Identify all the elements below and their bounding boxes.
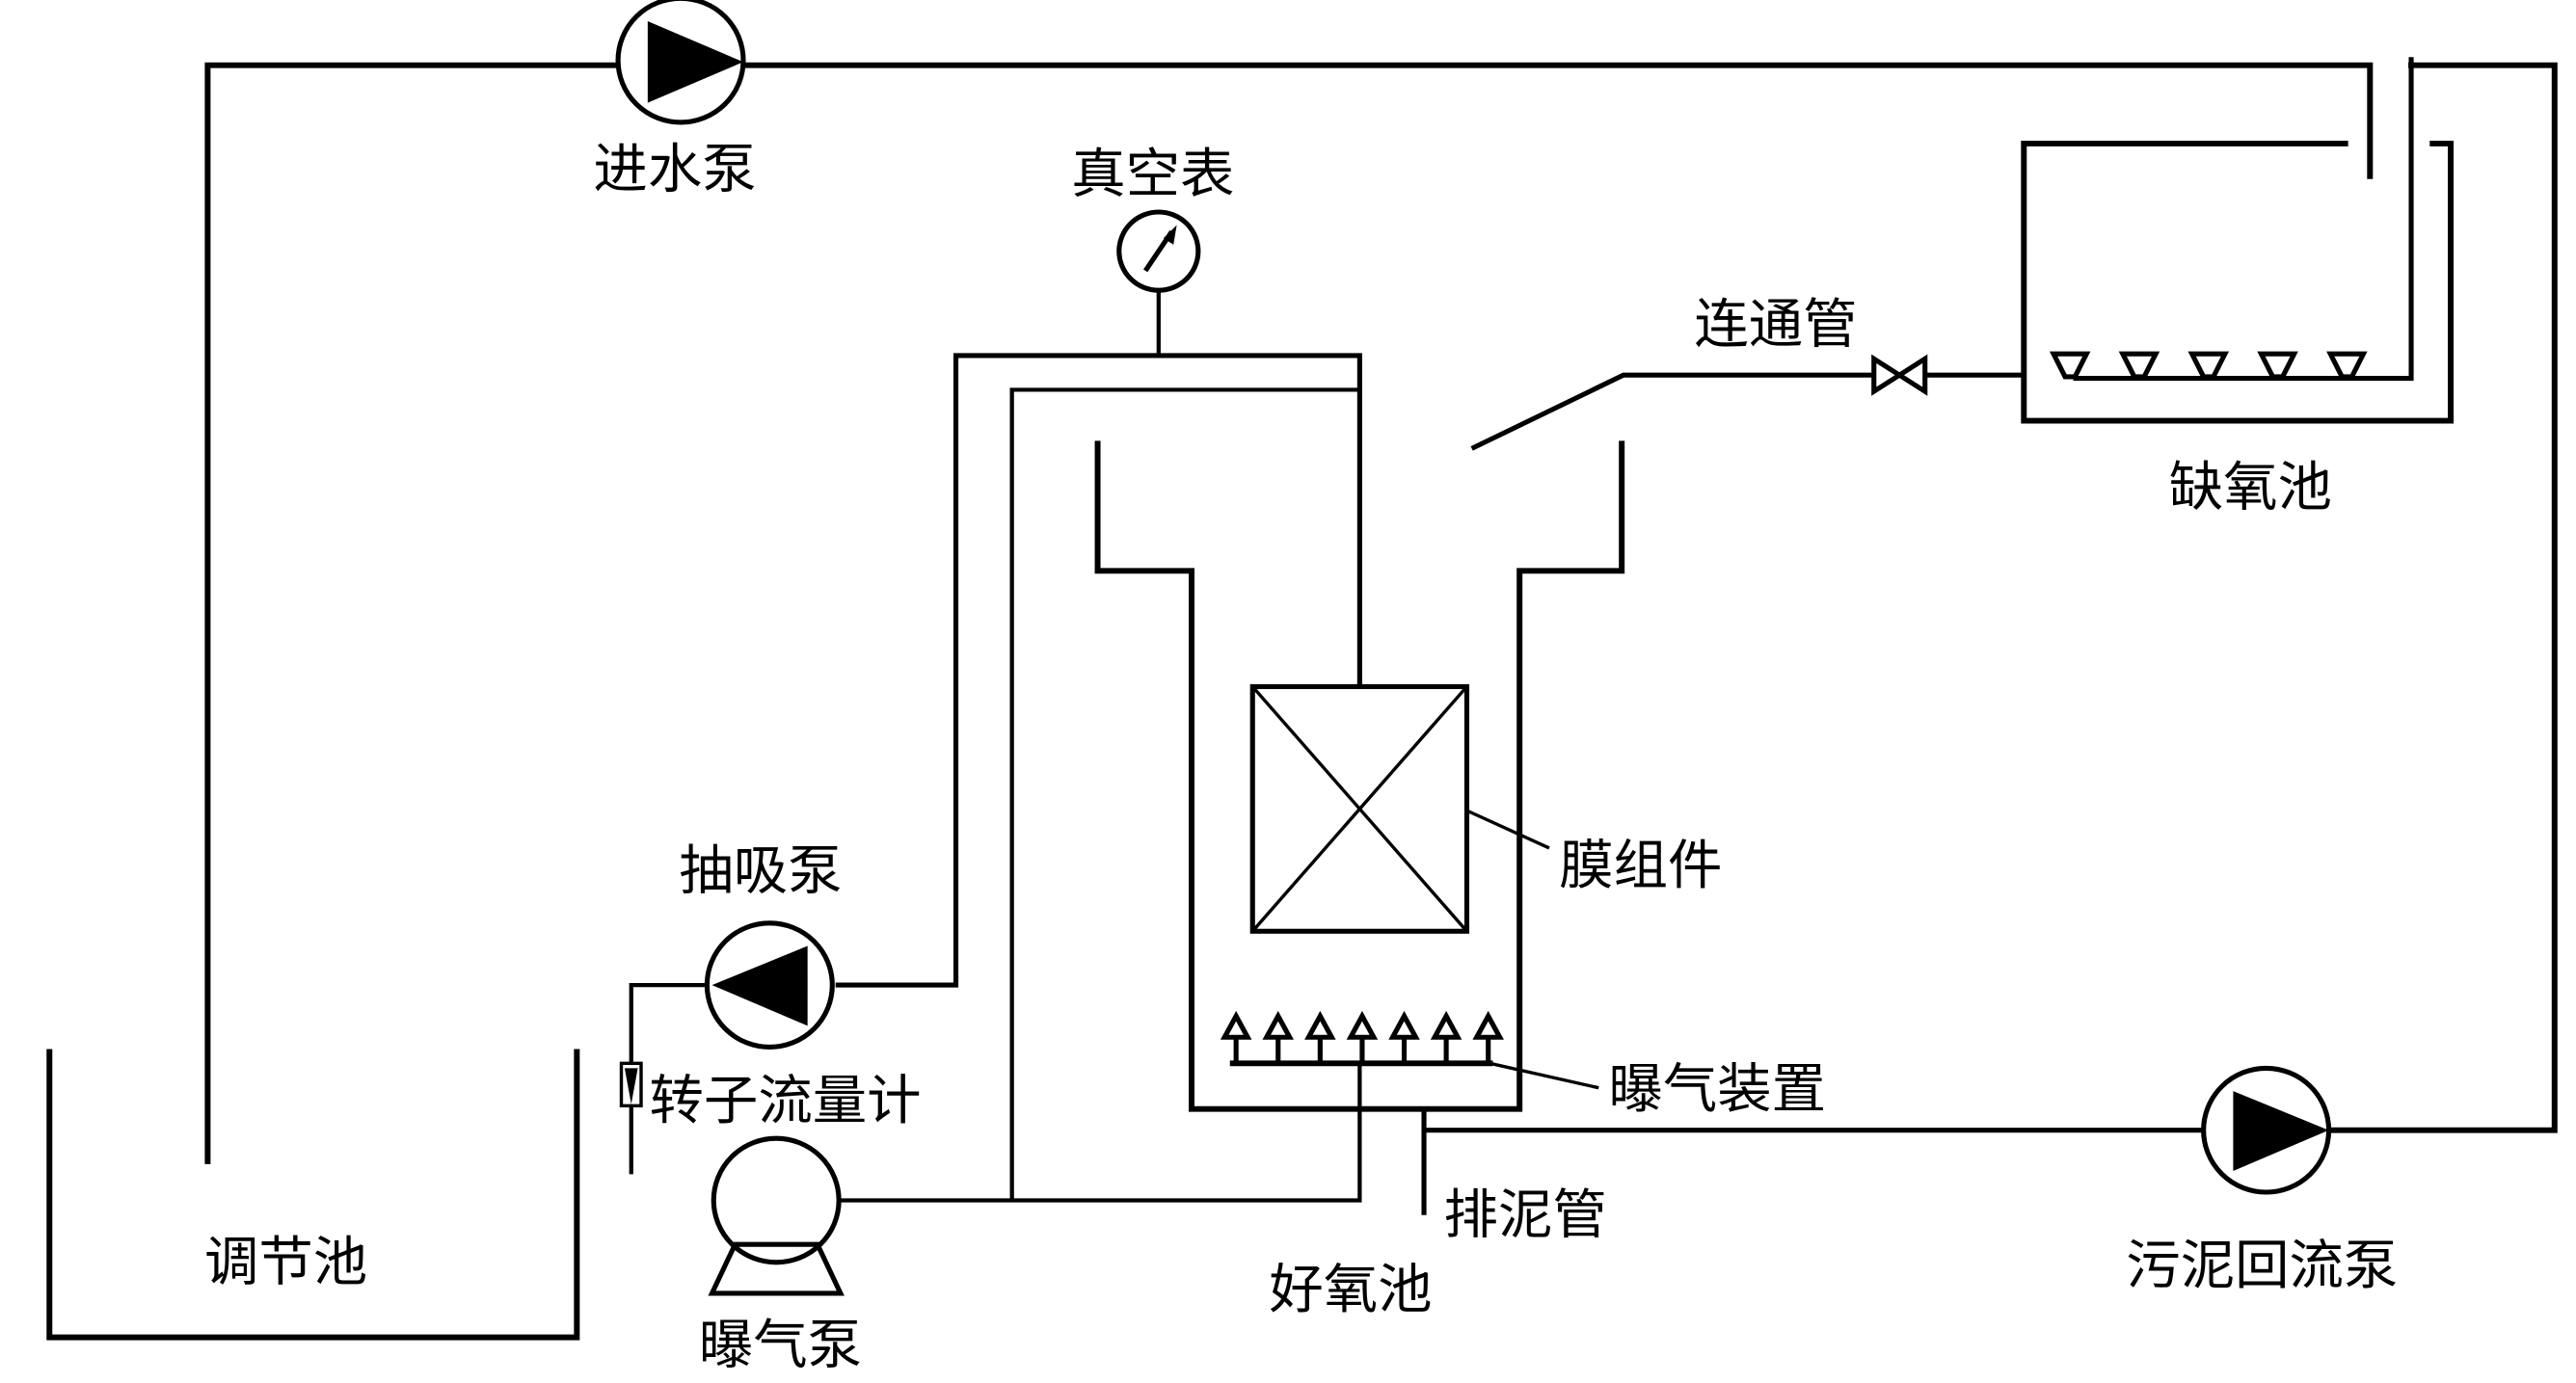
- label-rotameter: 转子流量计: [650, 1070, 922, 1132]
- air-diffuser-icon: [1388, 1010, 1420, 1040]
- aeration-pump-icon: [708, 1135, 845, 1296]
- air-diffuser-icon: [1430, 1010, 1462, 1040]
- inlet-pump-icon: [615, 0, 746, 125]
- sludge-pipe: [1421, 1108, 2204, 1215]
- air-diffuser-icon: [1262, 1010, 1295, 1040]
- air-diffuser-icon: [1220, 1010, 1252, 1040]
- connecting-pipe: [1470, 372, 2025, 451]
- label-connecting-pipe: 连通管: [1694, 294, 1857, 357]
- diffuser-icon: [2118, 351, 2160, 380]
- anoxic-diffusers: [2049, 351, 2368, 380]
- diffuser-icon: [2257, 351, 2298, 380]
- label-sludge-pipe: 排泥管: [1444, 1184, 1607, 1247]
- label-aeration-device: 曝气装置: [1609, 1058, 1827, 1121]
- air-diffuser-icon: [1346, 1010, 1379, 1040]
- equalization-tank: [46, 1049, 580, 1341]
- label-suction-pump: 抽吸泵: [679, 840, 842, 903]
- label-sludge-return-pump: 污泥回流泵: [2126, 1235, 2398, 1297]
- rotameter-icon: [619, 1061, 643, 1108]
- aerobic-tank: [1094, 440, 1625, 1112]
- diffuser-icon: [2326, 351, 2368, 380]
- label-aerobic-tank: 好氧池: [1269, 1259, 1432, 1321]
- suction-pump-icon: [704, 920, 835, 1050]
- inlet-pipe: [204, 62, 2374, 1164]
- vacuum-gauge-icon: [1116, 209, 1201, 293]
- valve-icon: [1871, 354, 1928, 396]
- permeate-pipe: [835, 288, 1362, 988]
- air-diffuser-icon: [1472, 1010, 1504, 1040]
- diffuser-icon: [2049, 351, 2091, 380]
- sludge-return-pump-icon: [2201, 1065, 2332, 1195]
- membrane-module-icon: [1249, 683, 1550, 934]
- label-anoxic-tank: 缺氧池: [2169, 457, 2332, 519]
- suction-outlet-pipe: [629, 982, 708, 1175]
- anoxic-tank: [2021, 57, 2558, 1133]
- label-equalization-tank: 调节池: [204, 1232, 367, 1294]
- aeration-air-pipe: [839, 387, 1362, 1203]
- label-vacuum-gauge: 真空表: [1071, 144, 1234, 206]
- aeration-device: [1229, 1060, 1599, 1090]
- label-inlet-pump: 进水泵: [593, 139, 756, 201]
- aeration-diffusers: [1220, 1010, 1504, 1064]
- air-diffuser-icon: [1304, 1010, 1336, 1040]
- label-aeration-pump: 曝气泵: [699, 1315, 862, 1377]
- diffuser-icon: [2187, 351, 2230, 380]
- label-membrane-module: 膜组件: [1559, 835, 1722, 897]
